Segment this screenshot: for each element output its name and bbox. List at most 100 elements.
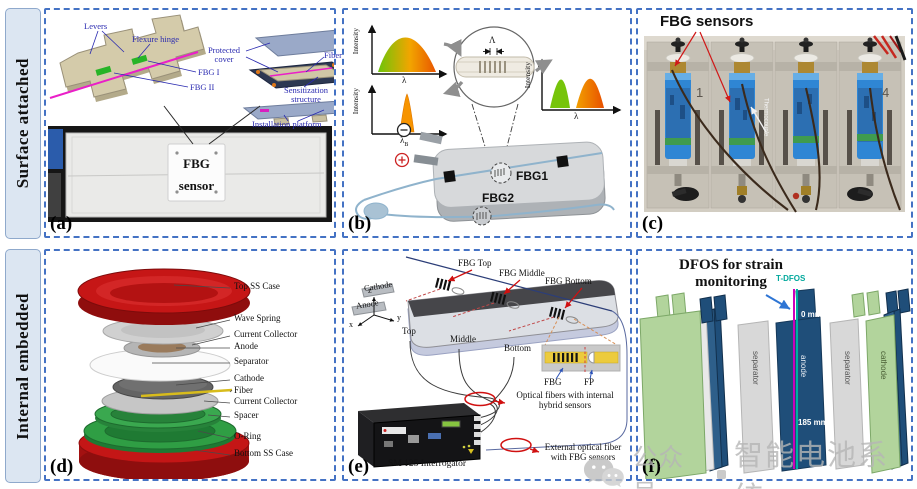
- label-levers: Levers: [84, 21, 108, 31]
- panel-f-graphics: [639, 288, 911, 479]
- separator-sheet-right: [829, 318, 865, 470]
- anode-tab-shape: [351, 301, 387, 316]
- label-fbg-middle: FBG Middle: [499, 268, 545, 278]
- label-interrogator: SM 125 Interrogator: [388, 459, 467, 469]
- label-zero-mm: 0 mm: [801, 310, 822, 319]
- panel-c-graphics: [644, 31, 907, 213]
- label-o-ring: O-Ring: [234, 431, 261, 441]
- axis-intensity-2: Intensity: [351, 88, 360, 115]
- axis-lambda-1: λ: [402, 75, 407, 85]
- row-label-internal-embedded: Internal embedded: [5, 249, 41, 483]
- label-fiber: Fiber: [234, 385, 253, 395]
- label-separator: Separator: [234, 356, 269, 366]
- label-anode: Anode: [234, 341, 258, 351]
- hybrid-sensor-inset: [541, 344, 621, 380]
- label-wave-spring: Wave Spring: [234, 313, 281, 323]
- panel-tag-d: (d): [50, 456, 74, 477]
- label-fiber: Fiber: [324, 50, 342, 60]
- axis-intensity-1: Intensity: [351, 28, 360, 55]
- fiber-diagonal: [405, 256, 613, 312]
- exploded-assembly-diagram: [242, 29, 334, 126]
- fiber-grating-magnifier: [453, 26, 535, 108]
- label-fbg-bottom: FBG Bottom: [545, 276, 592, 286]
- coordinate-axes: [357, 297, 395, 327]
- label-cathode: Cathode: [234, 373, 264, 383]
- label-fbg1: FBG1: [516, 169, 549, 183]
- label-fbg-i: FBG I: [198, 67, 220, 77]
- panel-tag-b: (b): [348, 213, 372, 234]
- label-cathode: cathode: [878, 351, 888, 380]
- fbg-segment-1: [95, 65, 112, 76]
- pouch-cell-photo: [48, 105, 332, 222]
- separator-sheet-left: [737, 320, 775, 474]
- input-spectrum-plot: [367, 24, 448, 79]
- axis-lambda-3: λ: [574, 111, 579, 121]
- label-current-collector-upper: Current Collector: [234, 329, 298, 339]
- label-current-collector-lower: Current Collector: [234, 396, 298, 406]
- label-inset-fbg: FBG: [544, 377, 562, 387]
- cell-unit-1: [646, 37, 710, 209]
- cathode-tab-shape: [361, 283, 395, 298]
- fbg-pointer-arrows: [674, 31, 731, 103]
- fbg1-marker: [490, 162, 512, 184]
- panel-a-graphics: [48, 14, 334, 222]
- panel-c-cylindrical-cells-photo: FBG sensors 1 4 Thermocouple (c): [636, 8, 913, 238]
- panel-f-dfos-stack: DFOS for strain monitoring T-DFOS 0 mm 1…: [636, 249, 913, 481]
- panel-f-title: DFOS for strain monitoring: [679, 257, 783, 291]
- label-separator-right: separator: [842, 351, 852, 385]
- label-fbg-top: FBG Top: [458, 258, 492, 268]
- axis-lambda-b: λB: [400, 135, 409, 148]
- optical-fiber-yellow: [140, 388, 233, 398]
- t-dfos-fiber-line: [793, 289, 798, 469]
- fiber-anchor-2: [556, 155, 569, 168]
- fbg-position-arrows: [447, 269, 583, 309]
- fbg-segment-2: [131, 54, 148, 65]
- label-separator-left: separator: [750, 351, 760, 385]
- external-fiber-route: [485, 310, 628, 451]
- left-electrode-stack: [639, 292, 729, 479]
- label-layer-top: Top: [402, 326, 416, 336]
- fiber-ports: [474, 416, 481, 445]
- note-internal-fibers: Optical fibers with internal hybrid sens…: [516, 390, 614, 410]
- protected-cover-plate: [254, 29, 334, 57]
- dfos-pointer-arrow: [765, 294, 791, 310]
- fbg2-marker: [472, 206, 492, 226]
- transmitted-spectrum-plot: [537, 58, 622, 115]
- sm125-interrogator-box: [358, 403, 481, 468]
- grating-marks: [434, 277, 566, 320]
- label-tdfos: T-DFOS: [776, 274, 806, 283]
- negative-terminal-icon: [396, 122, 412, 138]
- optical-fiber-blue: [355, 152, 615, 220]
- grating-period-measure: [483, 48, 504, 55]
- label-185-mm: 185 mm: [798, 418, 828, 427]
- cell-unit-3: [774, 37, 838, 209]
- panel-tag-e: (e): [348, 456, 370, 477]
- label-flexure-hinge: Flexure hinge: [132, 34, 179, 44]
- installation-platform-bar: [242, 100, 334, 120]
- label-installation-platform: Installation platform: [252, 119, 322, 129]
- axis-y-label: y: [397, 313, 401, 322]
- panel-b-fbg-principle: Intensity Intensity Intensity λ λB λ Λ F…: [342, 8, 632, 238]
- panel-d-graphics: [77, 268, 251, 479]
- positive-tab: [413, 154, 439, 166]
- panel-tag-f: (f): [642, 456, 661, 477]
- fiber-anchor-1: [443, 170, 456, 183]
- battery-fixture-row: [646, 37, 902, 209]
- fiber-loops: [451, 287, 579, 324]
- axis-intensity-3: Intensity: [523, 62, 532, 89]
- photo-caption-fbg-sensor: FBG sensor: [178, 156, 215, 194]
- panel-a-surface-fbg-sensor: Levers Flexure hinge FBG I FBG II Protec…: [44, 8, 342, 238]
- label-layer-bottom: Bottom: [504, 343, 532, 353]
- panel-tag-c: (c): [642, 213, 664, 234]
- cell-unit-4: [838, 37, 902, 209]
- leader-lines-blue-right: [245, 42, 325, 122]
- component-leader-lines: [152, 284, 233, 456]
- label-anode: anode: [798, 355, 808, 378]
- note-external-fiber: External optical fiber with FBG sensors: [544, 442, 622, 462]
- cell-number-1: 1: [696, 85, 704, 100]
- grating-period-label: Λ: [489, 35, 496, 45]
- label-inset-fp: FP: [584, 377, 595, 387]
- top-ss-case: [77, 268, 251, 325]
- fp-cavity: [588, 351, 595, 364]
